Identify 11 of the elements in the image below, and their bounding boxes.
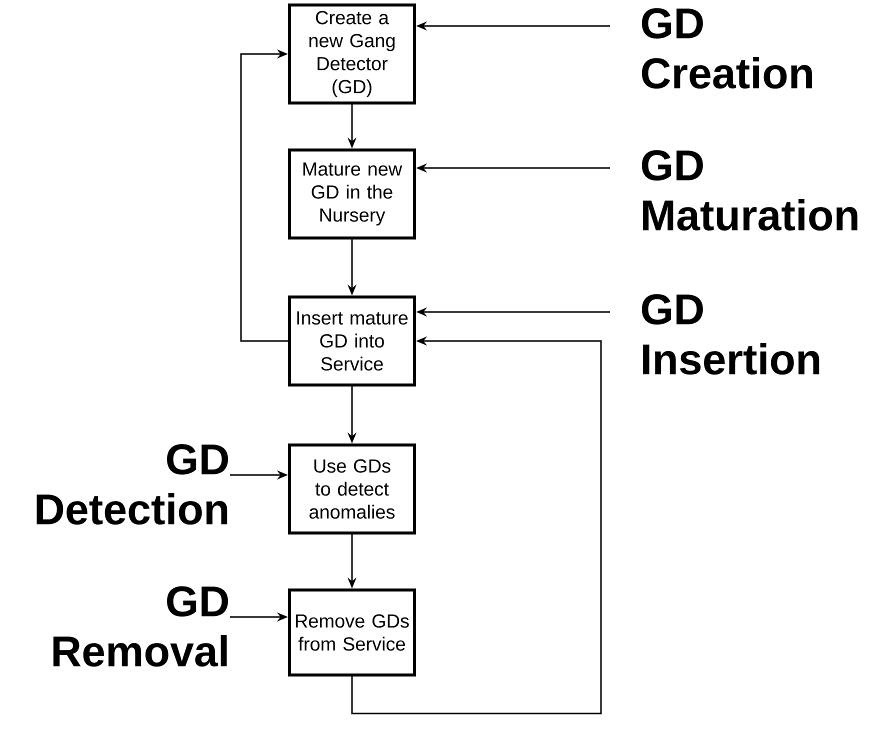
process-box: Remove GDs from Service (288, 588, 416, 676)
stage-label: GD Detection (36, 444, 228, 525)
stage-label: GD Creation (642, 8, 812, 89)
stage-label: GD Insertion (642, 294, 820, 375)
arrow (240, 49, 288, 342)
stage-label: GD Maturation (642, 150, 858, 231)
stage-label: GD Removal (53, 586, 228, 667)
process-box: Insert mature GD into Service (288, 296, 416, 386)
process-box: Mature new GD in the Nursery (288, 148, 416, 240)
process-box: Use GDs to detect anomalies (288, 444, 416, 534)
process-box: Create a new Gang Detector (GD) (288, 4, 416, 104)
